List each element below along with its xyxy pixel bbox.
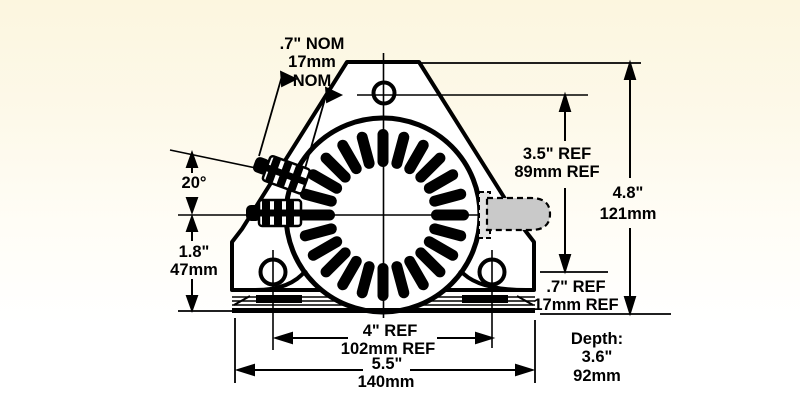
label-overall-height: 4.8" 121mm (594, 183, 662, 225)
dim-terminal-angle (185, 150, 199, 215)
label-depth: Depth: 3.6" 92mm (553, 330, 641, 385)
dim-hole-spacing (272, 331, 496, 345)
label-overall-width-mm: 140mm (357, 373, 415, 391)
terminal-upper (252, 155, 311, 195)
label-hole-spacing-mm: 102mm REF (340, 340, 436, 358)
depth-mm: 92mm (573, 366, 621, 385)
fillet-right (458, 268, 532, 293)
label-overall-width-inches: 5.5" (371, 355, 403, 373)
overall-height-inches: 4.8" (612, 184, 644, 202)
label-hole-spacing-inches: 4" REF (362, 322, 418, 340)
terminal-nom-leaders (258, 70, 344, 173)
depth-title: Depth: (570, 330, 624, 348)
top-hole-height-mm: 89mm REF (514, 163, 600, 182)
centerlines (169, 53, 588, 350)
dim-top-hole-height (558, 91, 572, 275)
label-center-height: 1.8" 47mm (156, 243, 232, 280)
dim-overall-height (623, 59, 637, 317)
foot-hole-height-inches: .7" REF (546, 278, 606, 296)
dimension-lines (178, 59, 671, 383)
label-foot-hole-height: .7" REF 17mm REF (528, 278, 624, 315)
center-height-inches: 1.8" (178, 243, 210, 261)
foot-hole-height-mm: 17mm REF (533, 296, 619, 315)
dim-overall-width (234, 318, 536, 383)
phantom-shaft (478, 191, 552, 239)
label-top-hole-height: 3.5" REF 89mm REF (505, 145, 609, 182)
top-hole-height-inches: 3.5" REF (522, 145, 592, 163)
terminal-nom-mm: 17mm (288, 53, 336, 72)
terminal-nom-suffix: NOM (292, 71, 332, 90)
overall-height-mm: 121mm (599, 205, 657, 224)
label-terminal-nom: .7" NOM 17mm NOM (250, 35, 374, 90)
center-height-mm: 47mm (170, 261, 218, 280)
terminal-nom-inches: .7" NOM (279, 35, 345, 53)
dim-center-height (178, 214, 232, 313)
base-pad-right (462, 295, 508, 303)
base-pad-left (256, 295, 302, 303)
terminal-lower (246, 198, 303, 228)
fillet-left (251, 268, 308, 293)
label-terminal-angle: 20° (181, 174, 207, 192)
depth-inches: 3.6" (581, 348, 613, 367)
